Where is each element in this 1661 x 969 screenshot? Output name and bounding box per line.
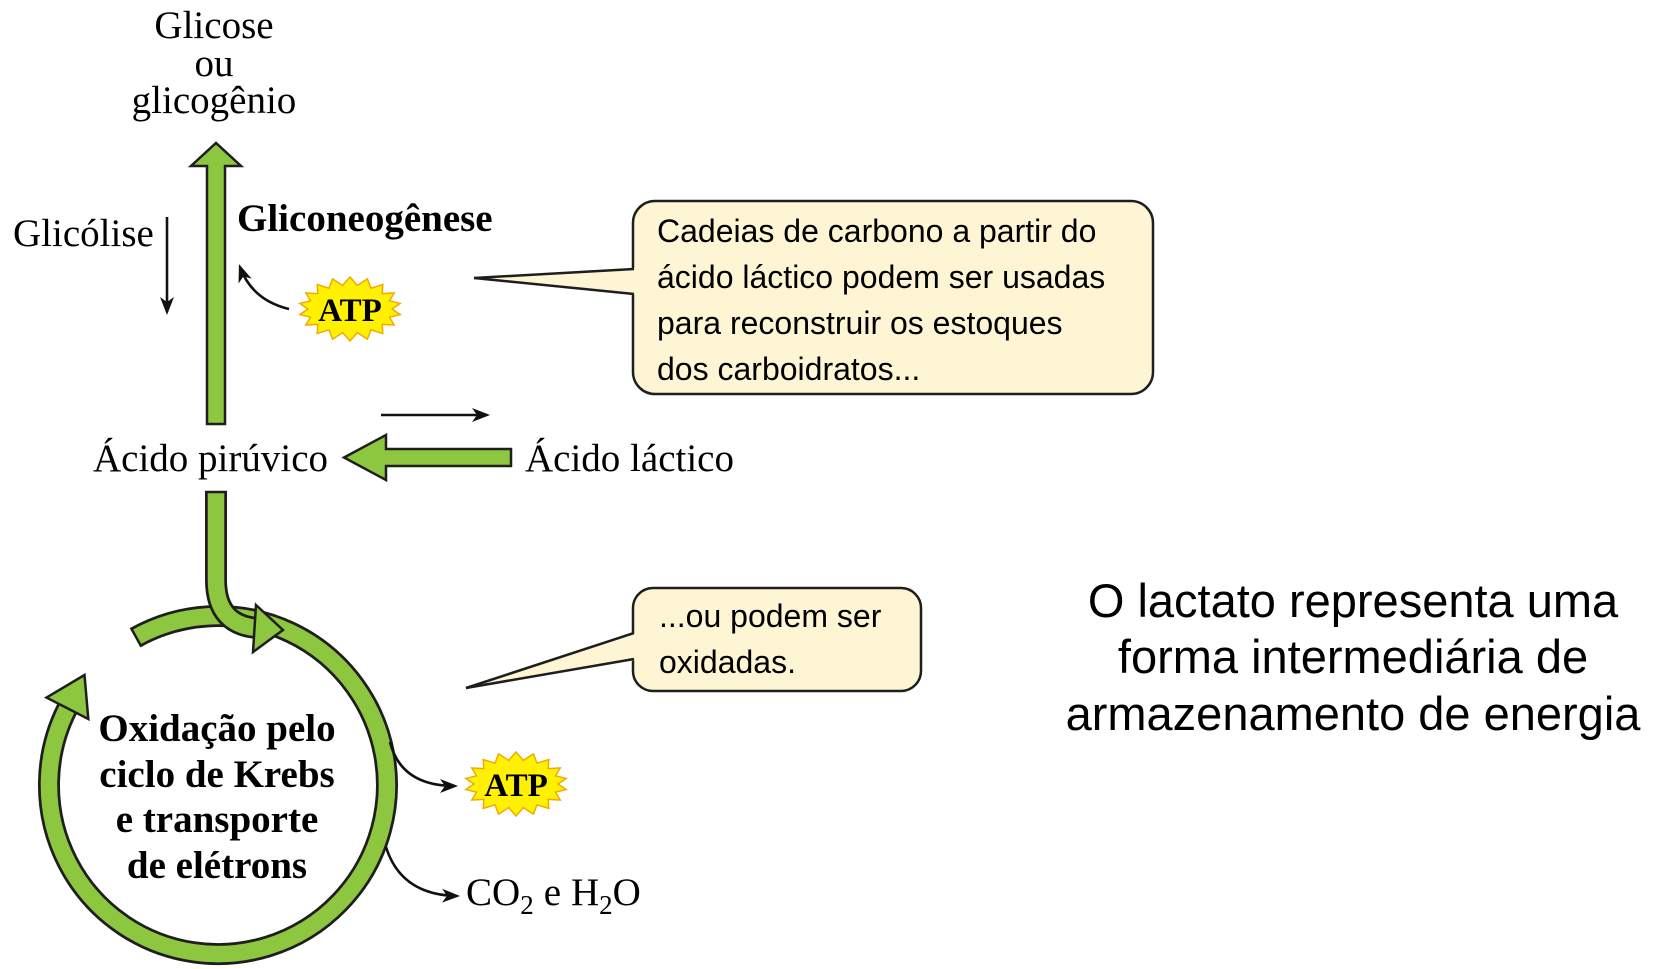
co2-base: CO [466, 871, 520, 914]
caption-line: armazenamento de energia [1066, 687, 1642, 740]
h2o-subscript: 2 [599, 890, 613, 920]
pyruvic-acid-label: Ácido pirúvico [93, 436, 328, 480]
gluconeogenesis-arrow [187, 141, 245, 426]
pyruvate-to-krebs-arrow [205, 490, 285, 655]
callout-oxidation-line: ...ou podem ser [659, 598, 882, 634]
krebs-ring-start-cap [129, 626, 143, 648]
callout-reuse-line: dos carboidratos... [657, 351, 920, 387]
starburst-icon [463, 750, 569, 818]
pyruvate-to-krebs-band [207, 492, 259, 637]
starburst-icon [297, 275, 403, 343]
gluconeogenesis-label: Gliconeogênese [237, 197, 493, 240]
krebs-label-line: de elétrons [127, 844, 307, 887]
callout-reuse-line: para reconstruir os estoques [657, 305, 1063, 341]
callout-reuse: Cadeias de carbono a partir do ácido lác… [473, 199, 1155, 396]
atp-output-badge: ATP [463, 750, 569, 818]
krebs-label-line: ciclo de Krebs [99, 753, 334, 796]
krebs-to-atp-arrow [388, 741, 458, 793]
callout-oxidation-pointer-edge [465, 657, 635, 690]
glucose-label-line: ou [195, 42, 234, 85]
callout-reuse-line: ácido láctico podem ser usadas [657, 259, 1105, 295]
glycolysis-label: Glicólise [13, 212, 154, 255]
krebs-to-products-arrow [384, 846, 460, 903]
atp-input-label: ATP [318, 293, 382, 329]
h2o-o: O [613, 871, 641, 914]
krebs-label: Oxidação pelo ciclo de Krebs e transport… [98, 707, 335, 887]
krebs-ring-arrowhead [43, 672, 90, 722]
caption: O lactato representa uma forma intermedi… [1066, 574, 1642, 740]
caption-line: forma intermediária de [1118, 630, 1588, 683]
atp-output-label: ATP [484, 768, 548, 804]
callout-oxidation-line: oxidadas. [659, 644, 796, 680]
pyruvate-to-krebs-arrowhead [251, 602, 285, 655]
atp-input-arrow [238, 264, 290, 311]
krebs-label-line: Oxidação pelo [98, 707, 335, 750]
atp-input-badge: ATP [297, 275, 403, 343]
co2-subscript: 2 [520, 890, 534, 920]
glucose-glycogen-label: Glicose ou glicogênio [132, 4, 297, 122]
caption-line: O lactato representa uma [1088, 574, 1619, 627]
products-conjunction: e [544, 871, 561, 914]
krebs-label-line: e transporte [116, 798, 319, 841]
callout-reuse-pointer-edge [473, 267, 635, 280]
callout-reuse-line: Cadeias de carbono a partir do [657, 213, 1096, 249]
lactate-to-pyruvate-arrow [341, 432, 513, 483]
glucose-label-line: Glicose [154, 4, 273, 47]
callout-reuse-pointer [474, 268, 637, 295]
callout-reuse-box [631, 199, 1155, 396]
callout-oxidation-pointer-edge [465, 631, 635, 690]
callout-oxidation: ...ou podem ser oxidadas. [465, 586, 923, 693]
lactic-acid-label: Ácido láctico [525, 436, 734, 480]
h2o-h: H [571, 871, 599, 914]
glucose-label-line: glicogênio [132, 79, 297, 122]
callout-reuse-pointer-edge [473, 276, 635, 296]
